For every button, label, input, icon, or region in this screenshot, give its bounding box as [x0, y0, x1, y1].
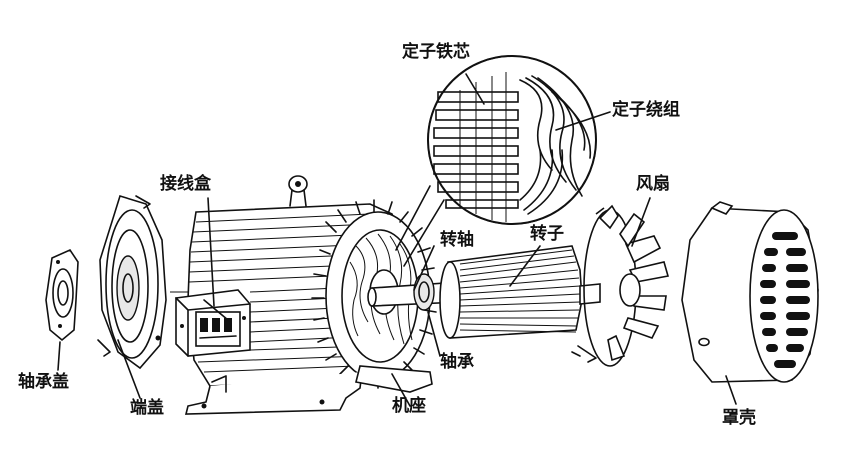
label-stator-core: 定子铁芯	[402, 42, 470, 62]
label-stator-winding: 定子绕组	[612, 100, 680, 120]
magnified-inset	[395, 55, 597, 267]
label-fan: 风扇	[636, 174, 670, 194]
end-cover-part	[97, 195, 167, 370]
label-junction-box: 接线盒	[160, 174, 211, 194]
fan-part	[571, 204, 670, 367]
label-frame: 机座	[392, 396, 426, 416]
rotor-part	[439, 245, 601, 339]
label-fan-cover: 罩壳	[722, 408, 756, 428]
fan-cover-part	[681, 201, 819, 383]
label-bearing-cap: 轴承盖	[18, 372, 69, 392]
bearing-cap-part	[45, 248, 79, 342]
leader-lines	[57, 73, 737, 407]
junction-box-part	[175, 289, 251, 357]
vent-slots	[760, 232, 810, 368]
label-shaft: 转轴	[440, 230, 474, 250]
shaft-part	[367, 273, 461, 311]
label-rotor: 转子	[530, 224, 564, 244]
label-end-cover: 端盖	[130, 398, 164, 418]
label-bearing: 轴承	[440, 352, 474, 372]
